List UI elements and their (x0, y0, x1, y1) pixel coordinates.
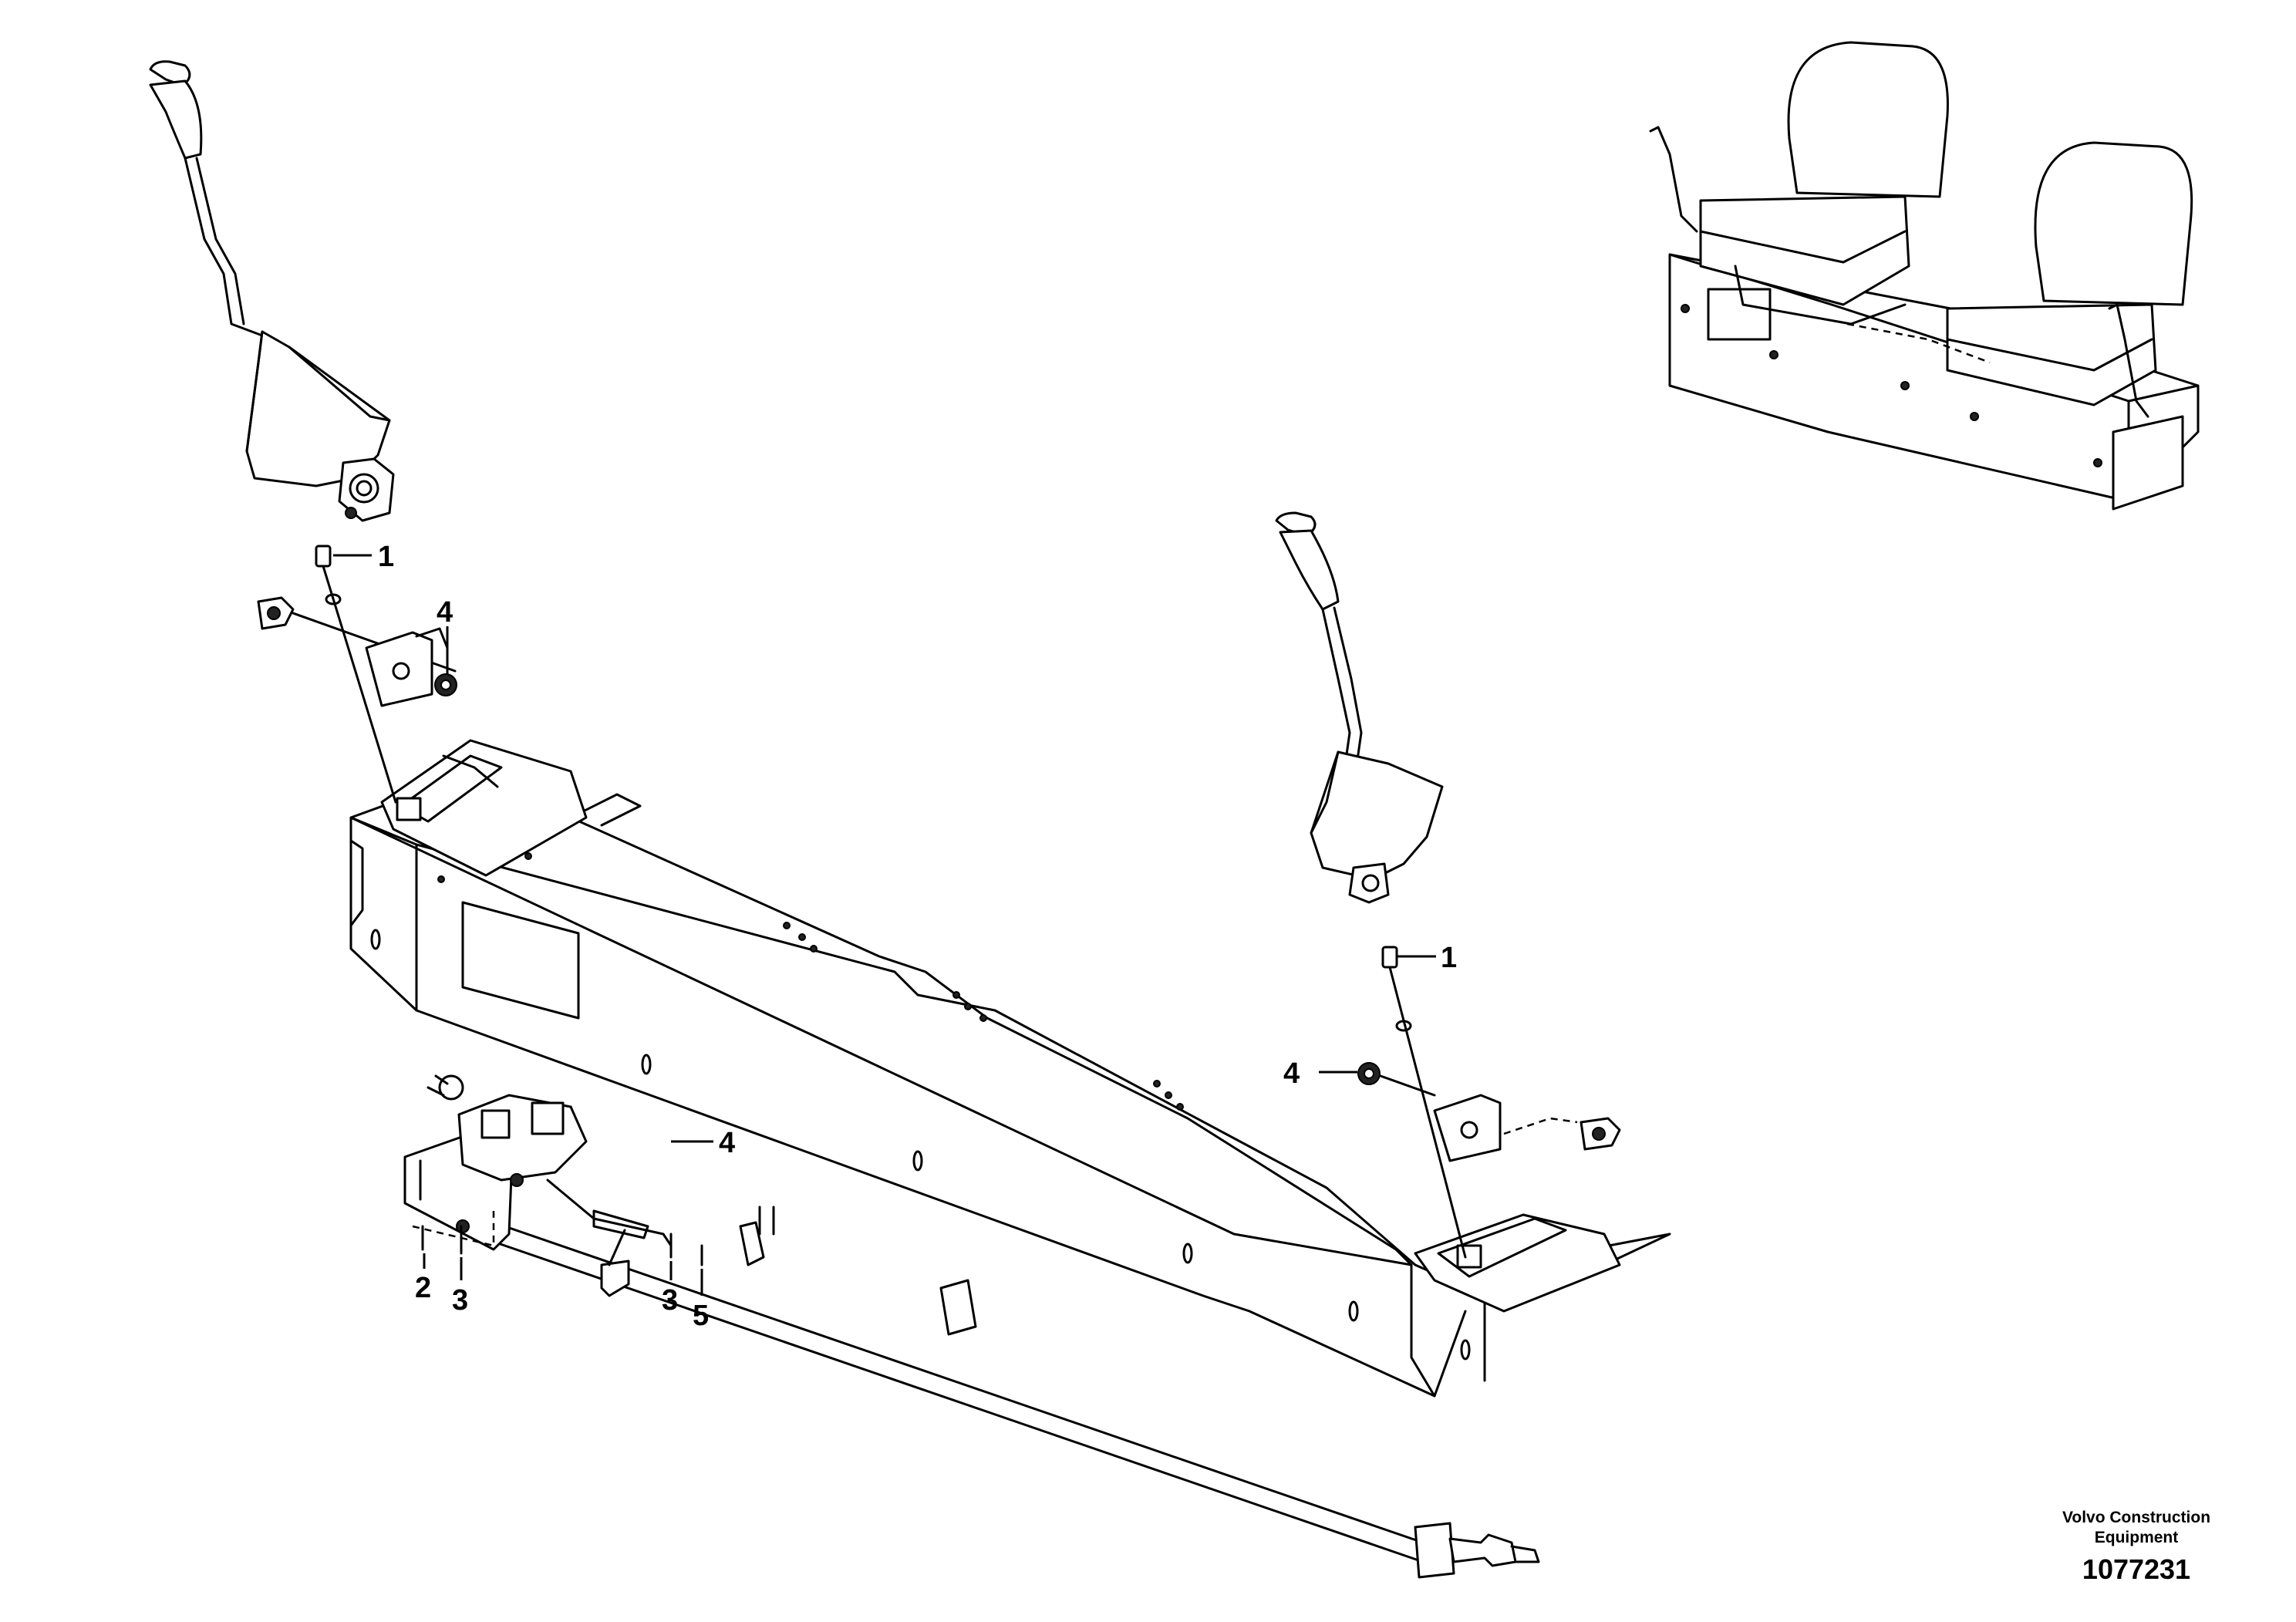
console-frame (349, 739, 1671, 1398)
drawing-footer: Volvo Construction Equipment 1077231 (1998, 1508, 2275, 1587)
callout-4-right: 4 (1283, 1057, 1300, 1090)
left-exploded-parts (257, 545, 457, 804)
callout-5: 5 (693, 1300, 709, 1332)
callout-3-a: 3 (452, 1284, 468, 1317)
seat-assembly-overview (1649, 41, 2200, 511)
callout-1-left: 1 (378, 541, 394, 573)
callout-4-bottom: 4 (719, 1127, 735, 1159)
company-name-line2: Equipment (2094, 1529, 2179, 1546)
drawing-number: 1077231 (2082, 1553, 2191, 1585)
callouts: 1 4 1 4 4 2 3 3 5 (333, 541, 1457, 1332)
callout-3-b: 3 (662, 1284, 678, 1317)
callout-2: 2 (415, 1272, 431, 1304)
callout-1-right: 1 (1441, 942, 1457, 974)
left-control-lever (149, 60, 395, 522)
callout-4-left: 4 (437, 596, 453, 629)
right-control-lever (1275, 511, 1444, 904)
lower-valve-assembly (403, 1074, 1540, 1579)
right-exploded-parts (1357, 946, 1621, 1259)
company-name-line1: Volvo Construction (2062, 1509, 2211, 1526)
